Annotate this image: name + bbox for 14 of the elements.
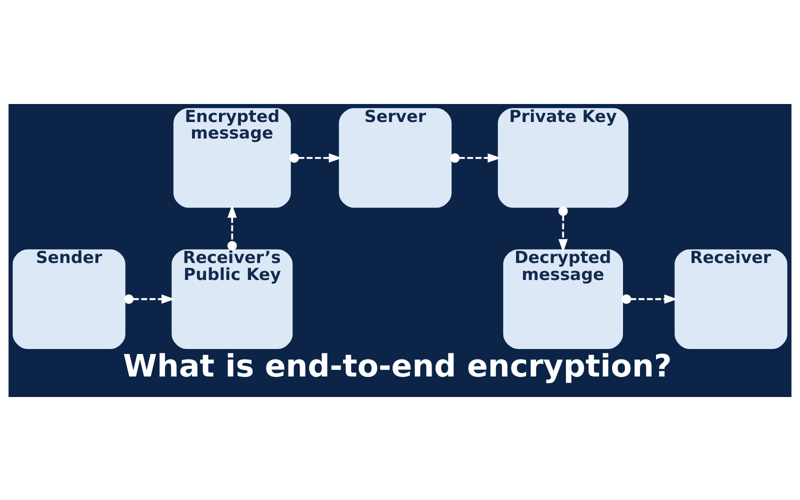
arrow [622, 294, 678, 304]
node-box: Sender [12, 248, 126, 348]
arrow [227, 204, 237, 250]
node-box: Receiver’s Public Key [172, 248, 293, 348]
node-box: Decrypted message [503, 248, 624, 348]
node-box: Encrypted message [173, 108, 291, 208]
arrow [124, 294, 175, 304]
arrow [558, 206, 568, 252]
node-box: Server [338, 108, 452, 208]
node-box: Receiver [674, 248, 788, 348]
diagram-title: What is end-to-end encryption? [123, 348, 672, 384]
arrow [450, 152, 502, 162]
node-box: Private Key [498, 108, 628, 208]
arrow [290, 152, 342, 162]
